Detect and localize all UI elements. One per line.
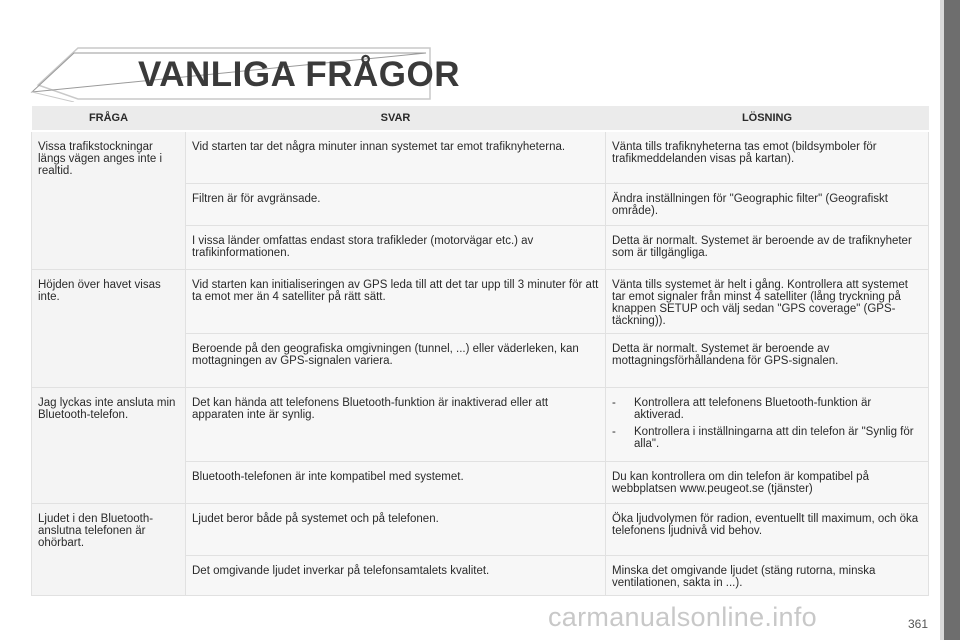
answer-cell: Vid starten tar det några minuter innan … — [185, 130, 606, 184]
answer-cell: Det omgivande ljudet inverkar på telefon… — [185, 554, 606, 596]
sidebar-strip — [940, 0, 944, 640]
header-answer: SVAR — [185, 106, 606, 132]
watermark: carmanualsonline.info — [548, 602, 817, 632]
header-question: FRÅGA — [31, 106, 186, 132]
solution-cell: Detta är normalt. Systemet är beroende a… — [605, 332, 929, 388]
title-banner — [30, 45, 432, 102]
solution-cell: Öka ljudvolymen för radion, eventuellt t… — [605, 502, 929, 556]
solution-cell: Detta är normalt. Systemet är beroende a… — [605, 224, 929, 270]
question-cell: Jag lyckas inte ansluta min Bluetooth-te… — [31, 386, 186, 504]
table-row: I vissa länder omfattas endast stora tra… — [32, 224, 929, 270]
answer-cell: Filtren är för avgränsade. — [185, 182, 606, 226]
solution-cell: Vänta tills trafiknyheterna tas emot (bi… — [605, 130, 929, 184]
table-row: Beroende på den geografiska omgivningen … — [32, 332, 929, 388]
header-solution: LÖSNING — [605, 106, 929, 132]
solution-cell: Ändra inställningen för "Geographic filt… — [605, 182, 929, 226]
table-row: Höjden över havet visas inte. Vid starte… — [31, 268, 929, 388]
table-row: Vissa trafikstockningar längs vägen ange… — [31, 130, 929, 270]
table-row: Ljudet i den Bluetooth-anslutna telefone… — [31, 502, 929, 596]
solution-cell: Du kan kontrollera om din telefon är kom… — [605, 460, 929, 504]
solution-cell: Minska det omgivande ljudet (stäng rutor… — [605, 554, 929, 596]
page-number: 361 — [907, 617, 928, 631]
list-item: -Kontrollera i inställningarna att din t… — [612, 425, 914, 450]
answer-cell: Ljudet beror både på systemet och på tel… — [185, 502, 606, 556]
list-item: -Kontrollera att telefonens Bluetooth-fu… — [612, 396, 872, 421]
answer-cell: Det kan hända att telefonens Bluetooth-f… — [185, 386, 606, 462]
question-cell: Höjden över havet visas inte. — [31, 268, 186, 388]
answer-cell: Vid starten kan initialiseringen av GPS … — [185, 268, 606, 334]
solution-cell: Vänta tills systemet är helt i gång. Kon… — [605, 268, 929, 334]
page-title: VANLIGA FRÅGOR — [138, 55, 460, 94]
solution-list: -Kontrollera att telefonens Bluetooth-fu… — [612, 397, 922, 450]
question-cell: Ljudet i den Bluetooth-anslutna telefone… — [31, 502, 186, 596]
solution-cell: -Kontrollera att telefonens Bluetooth-fu… — [605, 386, 929, 462]
table-row: Filtren är för avgränsade. Ändra inställ… — [32, 182, 929, 226]
question-cell: Vissa trafikstockningar längs vägen ange… — [31, 130, 186, 270]
title-banner-shape — [30, 47, 431, 102]
table-row: Det omgivande ljudet inverkar på telefon… — [32, 554, 929, 596]
answer-cell: Beroende på den geografiska omgivningen … — [185, 332, 606, 388]
table-row: Bluetooth-telefonen är inte kompatibel m… — [32, 460, 929, 504]
page-edge-tab — [944, 0, 960, 640]
table-header-row: FRÅGA SVAR LÖSNING — [31, 106, 929, 132]
answer-cell: Bluetooth-telefonen är inte kompatibel m… — [185, 460, 606, 504]
table-row: Jag lyckas inte ansluta min Bluetooth-te… — [31, 386, 929, 504]
answer-cell: I vissa länder omfattas endast stora tra… — [185, 224, 606, 270]
faq-table: FRÅGA SVAR LÖSNING Vissa trafikstockning… — [31, 106, 929, 596]
